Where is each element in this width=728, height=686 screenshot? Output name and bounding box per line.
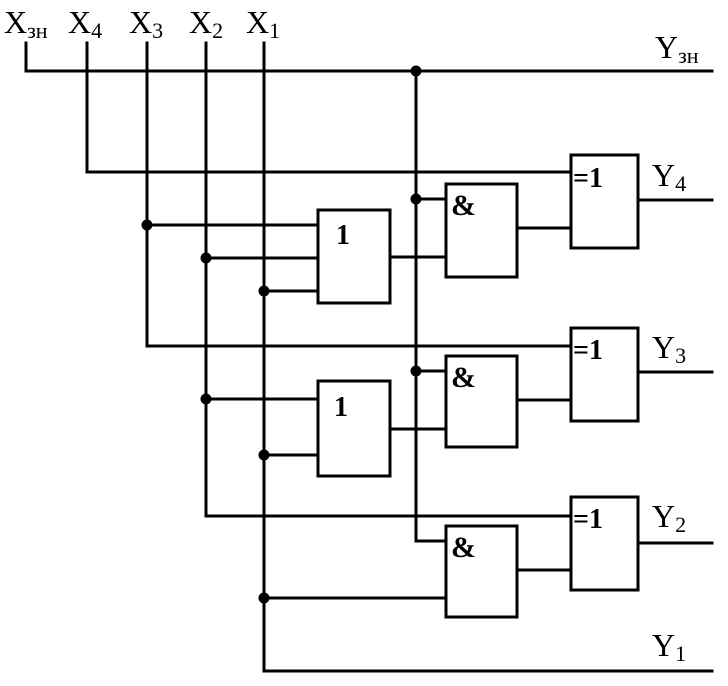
wires: [24, 41, 714, 673]
input-label-x2: X2: [189, 4, 223, 43]
gates: [316, 153, 640, 619]
junction-dot: [200, 252, 212, 264]
input-label-x1: X1: [246, 4, 280, 43]
output-label-y3: Y3: [652, 329, 686, 368]
junction-dot: [410, 193, 422, 205]
wire-x3: [145, 41, 573, 348]
or-gate-mid: [316, 379, 392, 478]
and-gate-top-label: &: [451, 189, 476, 222]
or-gate-mid-label: 1: [334, 392, 348, 423]
junction-dot: [258, 285, 270, 297]
xor-gate-bot-label: =1: [573, 504, 603, 535]
junction-dot: [410, 65, 422, 77]
and-gate-bot-label: &: [451, 531, 476, 564]
output-label-y4: Y4: [652, 157, 686, 196]
or-gate-top: [316, 208, 392, 305]
junction-dot: [258, 449, 270, 461]
junctions: [141, 65, 422, 604]
and-gate-bot: [444, 524, 519, 619]
junction-dot: [410, 365, 422, 377]
xor-gate-bot: [569, 495, 640, 592]
xor-gate-mid-label: =1: [573, 335, 603, 366]
output-label-y1: Y1: [652, 627, 686, 666]
xor-gate-mid: [569, 326, 640, 423]
output-label-y-en: Yзн: [655, 29, 699, 68]
wire-x4: [85, 41, 573, 174]
output-label-y2: Y2: [652, 498, 686, 537]
wire-x1: [262, 41, 714, 673]
and-gate-mid: [444, 354, 519, 449]
and-gate-top: [444, 182, 519, 279]
input-label-x-en: Xзн: [4, 4, 48, 43]
input-label-x4: X4: [68, 4, 102, 43]
wire-x2: [204, 41, 573, 518]
junction-dot: [200, 393, 212, 405]
junction-dot: [258, 592, 270, 604]
xor-gate-top: [569, 153, 640, 250]
wire-enable-bus: [414, 69, 448, 543]
xor-gate-top-label: =1: [573, 163, 603, 194]
and-gate-mid-label: &: [451, 361, 476, 394]
or-gate-top-label: 1: [336, 220, 350, 251]
wire-x-en: [24, 41, 714, 73]
junction-dot: [141, 219, 153, 231]
input-label-x3: X3: [129, 4, 163, 43]
